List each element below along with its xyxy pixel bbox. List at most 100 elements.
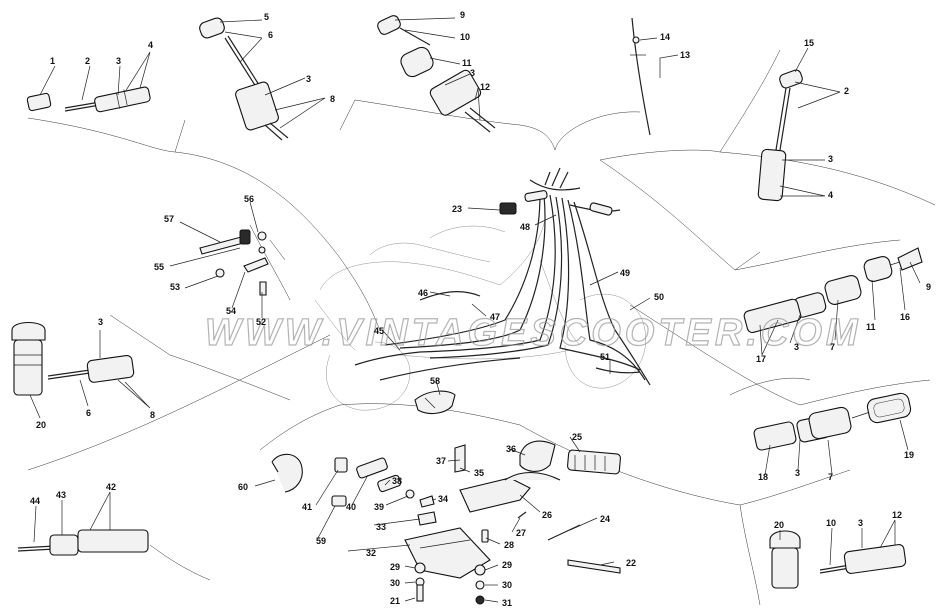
scooter-body-outline (314, 219, 647, 411)
cable-end-group-9 (769, 530, 907, 589)
adjuster-rod (630, 17, 651, 136)
callout-label: 60 (238, 482, 248, 492)
callout-label: 21 (390, 596, 400, 606)
callout-label: 41 (302, 502, 312, 512)
cable-end-group-1 (26, 86, 151, 113)
cable-end-group-6 (753, 392, 912, 451)
callout-label: 14 (660, 32, 670, 42)
callout-label: 6 (86, 408, 91, 418)
callout-label: 25 (572, 432, 582, 442)
part-23 (499, 202, 517, 215)
callout-label: 49 (620, 268, 630, 278)
callout-label: 42 (106, 482, 116, 492)
callout-label: 16 (900, 312, 910, 322)
callout-label: 40 (346, 502, 356, 512)
callout-labels: 1 2 3 4 5 6 3 8 9 10 11 3 12 14 13 15 2 … (30, 10, 931, 608)
callout-label: 3 (828, 154, 833, 164)
callout-label: 20 (36, 420, 46, 430)
callout-label: 8 (150, 410, 155, 420)
callout-label: 32 (366, 548, 376, 558)
small-hardware-parts (199, 229, 269, 296)
callout-label: 33 (376, 522, 386, 532)
callout-label: 11 (866, 322, 876, 332)
cable-end-group-4 (757, 69, 803, 202)
callout-label: 8 (330, 94, 335, 104)
callout-label: 29 (390, 562, 400, 572)
callout-label: 3 (470, 68, 475, 78)
callout-label: 19 (904, 450, 914, 460)
callout-label: 51 (600, 352, 610, 362)
callout-label: 38 (392, 476, 402, 486)
brake-pedal-assembly (331, 440, 621, 605)
leader-lines (29, 17, 921, 603)
callout-label: 22 (626, 558, 636, 568)
callout-label: 46 (418, 288, 428, 298)
callout-label: 45 (374, 326, 384, 336)
callout-label: 3 (794, 342, 799, 352)
callout-label: 43 (56, 490, 66, 500)
callout-label: 3 (306, 74, 311, 84)
callout-label: 34 (438, 494, 448, 504)
callout-label: 50 (654, 292, 664, 302)
callout-label: 20 (774, 520, 784, 530)
callout-label: 18 (758, 472, 768, 482)
callout-label: 26 (542, 510, 552, 520)
callout-label: 7 (828, 472, 833, 482)
callout-label: 4 (828, 190, 833, 200)
callout-label: 36 (506, 444, 516, 454)
callout-label: 31 (502, 598, 512, 608)
callout-label: 47 (490, 312, 500, 322)
callout-label: 48 (520, 222, 530, 232)
callout-label: 7 (830, 342, 835, 352)
callout-label: 6 (268, 30, 273, 40)
callout-label: 57 (164, 214, 174, 224)
callout-label: 10 (460, 32, 470, 42)
callout-label: 10 (826, 518, 836, 528)
callout-label: 3 (98, 317, 103, 327)
cable-end-group-5 (743, 247, 923, 334)
callout-label: 17 (756, 354, 766, 364)
callout-label: 9 (926, 282, 931, 292)
part-60 (271, 453, 303, 493)
callout-label: 59 (316, 536, 326, 546)
cable-end-group-8 (17, 529, 149, 556)
callout-label: 9 (460, 10, 465, 20)
callout-label: 24 (600, 514, 610, 524)
callout-label: 5 (264, 12, 269, 22)
callout-label: 13 (680, 50, 690, 60)
callout-label: 23 (452, 204, 462, 214)
callout-label: 3 (116, 56, 121, 66)
handlebar-grips (524, 167, 613, 216)
callout-label: 35 (474, 468, 484, 478)
callout-label: 12 (892, 510, 902, 520)
callout-label: 2 (844, 86, 849, 96)
callout-label: 30 (502, 580, 512, 590)
callout-label: 3 (858, 518, 863, 528)
callout-label: 44 (30, 496, 40, 506)
callout-label: 2 (85, 56, 90, 66)
callout-label: 30 (390, 578, 400, 588)
callout-label: 12 (480, 82, 490, 92)
cable-end-group-3 (377, 15, 496, 133)
cable-harness (354, 179, 651, 386)
callout-label: 28 (504, 540, 514, 550)
part-58 (414, 390, 456, 415)
cable-end-group-7 (11, 321, 135, 396)
callout-label: 56 (244, 194, 254, 204)
callout-label: 29 (502, 560, 512, 570)
callout-label: 54 (226, 306, 236, 316)
callout-label: 53 (170, 282, 180, 292)
callout-label: 55 (154, 262, 164, 272)
callout-label: 52 (256, 317, 266, 327)
callout-label: 37 (436, 456, 446, 466)
callout-label: 11 (462, 58, 472, 68)
callout-label: 3 (795, 468, 800, 478)
callout-label: 58 (430, 376, 440, 386)
callout-label: 27 (516, 528, 526, 538)
callout-label: 1 (50, 56, 55, 66)
watermark: WWW.VINTAGESCOOTER.COM (205, 312, 862, 354)
callout-label: 4 (148, 40, 153, 50)
callout-label: 39 (374, 502, 384, 512)
